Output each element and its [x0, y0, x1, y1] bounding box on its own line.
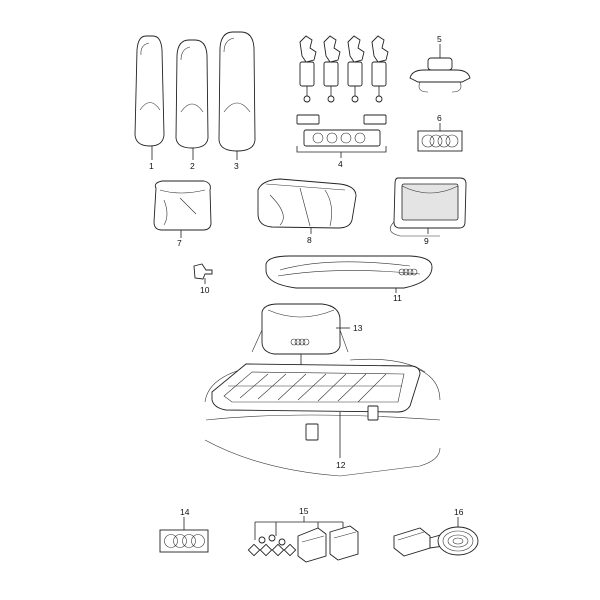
flat-bag [389, 177, 467, 237]
callout-7: 7 [177, 238, 182, 248]
luggage-basket [211, 363, 421, 458]
four-rings-logo [290, 338, 310, 346]
roof-box-side [265, 255, 433, 293]
callout-3: 3 [234, 161, 239, 171]
callout-6: 6 [437, 113, 442, 123]
callout-4: 4 [338, 159, 343, 169]
callout-5: 5 [437, 34, 442, 44]
callout-2: 2 [190, 161, 195, 171]
callout-10: 10 [200, 285, 210, 295]
callout-13: 13 [353, 323, 363, 333]
callout-9: 9 [424, 236, 429, 246]
roof-box-1 [134, 35, 165, 160]
callout-1: 1 [149, 161, 154, 171]
four-rings-logo [164, 534, 205, 548]
duffel-bag [257, 178, 357, 234]
callout-14: 14 [180, 507, 190, 517]
holder-knob [409, 44, 471, 93]
callout-12: 12 [336, 460, 346, 470]
roof-box-3 [218, 31, 256, 160]
rings-sticker [417, 123, 463, 152]
tie-down-strap [393, 517, 479, 557]
rings-sticker-2 [159, 517, 209, 553]
four-rings-logo [398, 268, 418, 276]
small-bag [153, 180, 212, 238]
callout-11: 11 [393, 293, 402, 303]
mounting-kit [296, 35, 389, 158]
callout-8: 8 [307, 235, 312, 245]
callout-16: 16 [454, 507, 464, 517]
roof-box-2 [175, 39, 209, 160]
callout-15: 15 [299, 506, 309, 516]
fixing-set [247, 516, 359, 563]
key [193, 263, 213, 284]
cargo-bag [251, 303, 350, 392]
four-rings-logo [421, 134, 459, 148]
